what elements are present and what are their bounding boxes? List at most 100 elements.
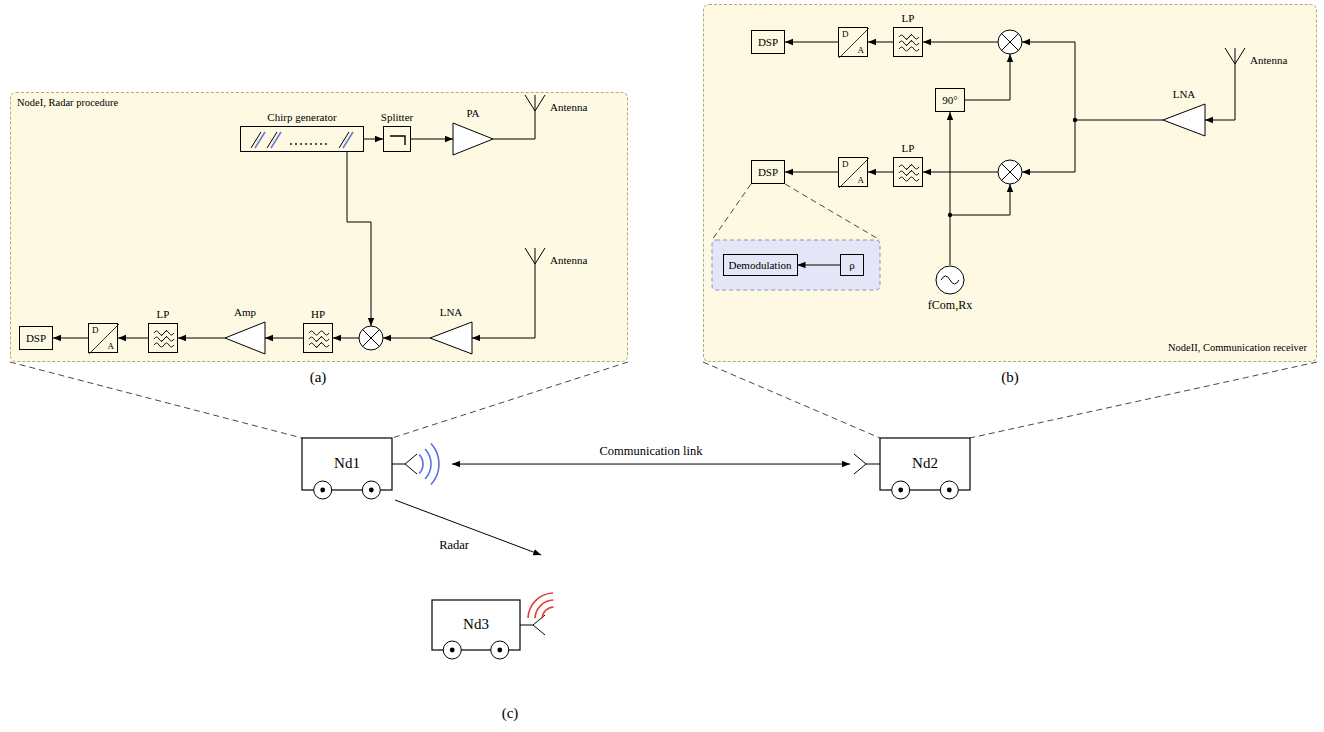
node-label: Nd2: [912, 455, 938, 472]
node-label: Chirp generator: [267, 111, 336, 123]
antenna-symbol: Antenna: [525, 95, 545, 139]
connector: [53, 338, 88, 339]
panel-caption: (b): [1001, 369, 1019, 385]
wave-arc: [542, 607, 554, 619]
node-label: Nd3: [463, 616, 489, 633]
node-graphic: [894, 158, 924, 188]
node-label: DSP: [758, 166, 778, 179]
connector: [950, 112, 951, 265]
callout-panel: [712, 240, 880, 290]
connector: [178, 338, 225, 339]
node-label: LNA: [1173, 88, 1196, 100]
process-box: DSP: [751, 30, 785, 54]
node-label: LP: [902, 142, 915, 154]
signal-wire: [965, 54, 1010, 100]
connector: [472, 292, 535, 338]
edge-label: Radar: [439, 537, 469, 551]
filter-box: LP: [893, 157, 923, 187]
node-label: PA: [466, 107, 479, 119]
wave-arc: [419, 454, 423, 473]
connector: [1205, 92, 1235, 120]
connector: [452, 464, 850, 465]
filter-box: LP: [893, 27, 923, 57]
process-box: 90°: [935, 88, 965, 112]
signal-wire: [923, 172, 998, 173]
panel-heading: NodeI, Radar procedure: [17, 97, 118, 108]
mixer-symbol: [998, 160, 1022, 184]
node-label: A: [108, 341, 115, 351]
converter-box: DA: [838, 27, 868, 57]
process-box: DSP: [19, 326, 53, 350]
node-label: D: [92, 325, 99, 335]
process-box: ρ: [840, 254, 864, 276]
signal-wire: [1022, 42, 1075, 120]
connector: [785, 42, 838, 43]
node-label: Antenna: [1250, 54, 1287, 66]
node-label: A: [858, 175, 865, 185]
node-graphic: [894, 28, 924, 58]
connector: [868, 42, 893, 43]
node-label: Demodulation: [729, 259, 792, 272]
node-label: Antenna: [550, 101, 587, 113]
process-box: Chirp generator: [240, 126, 364, 152]
node-graphic: [149, 324, 179, 354]
leader-line: [392, 362, 628, 438]
panel-heading: NodeII, Communication receiver: [1168, 342, 1307, 353]
signal-wire: [1075, 120, 1163, 121]
connector: [785, 172, 838, 173]
antenna-symbol: Antenna: [1225, 48, 1245, 92]
node-label: LNA: [440, 306, 463, 318]
node-label: D: [842, 29, 849, 39]
vehicle-node: Nd3: [432, 555, 600, 660]
node-graphic: [453, 123, 493, 155]
leader-line: [10, 362, 302, 438]
mixer-symbol: [998, 30, 1022, 54]
edge-label: Communication link: [599, 444, 702, 458]
vehicle-node: Nd1: [302, 438, 452, 500]
amplifier-triangle: Amp: [225, 322, 265, 354]
filter-box: LP: [148, 323, 178, 353]
node-graphic: [225, 322, 265, 354]
amplifier-triangle: LNA: [430, 322, 472, 354]
filter-box: HP: [303, 323, 333, 353]
panel-fill: [703, 4, 1317, 362]
process-box: Splitter: [383, 126, 411, 152]
node-graphic: [525, 248, 545, 292]
connector: [395, 500, 541, 555]
connector: [868, 172, 893, 173]
connector: [265, 338, 303, 339]
node-graphic: [302, 438, 452, 500]
node-label: D: [842, 159, 849, 169]
panel-caption: (a): [310, 369, 327, 385]
signal-wire: [347, 152, 371, 326]
connector: [364, 139, 383, 140]
node-label: LP: [902, 12, 915, 24]
node-graphic: [850, 438, 970, 500]
node-label: Splitter: [381, 111, 413, 123]
node-label: DSP: [26, 332, 46, 345]
node-graphic: [525, 95, 545, 139]
node-graphic: [1225, 48, 1245, 92]
wave-arc: [535, 600, 553, 618]
node-graphic: [1163, 104, 1205, 136]
node-label: A: [858, 45, 865, 55]
connector: [798, 265, 841, 266]
node-graphic: [384, 127, 412, 153]
node-graphic: [432, 555, 600, 660]
node-label: DSP: [758, 36, 778, 49]
signal-wire: [1022, 120, 1075, 172]
node-label: Nd1: [334, 455, 360, 472]
wave-arc: [431, 444, 439, 485]
node-label: ρ: [849, 259, 855, 272]
signal-wire: [950, 184, 1010, 215]
node-graphic: [304, 324, 334, 354]
node-label: fCom,Rx: [928, 298, 972, 312]
antenna-symbol: Antenna: [525, 248, 545, 292]
node-label: 90°: [942, 94, 957, 107]
wave-arc: [425, 449, 431, 479]
leader-line: [785, 184, 880, 240]
amplifier-triangle: LNA: [1163, 104, 1205, 136]
panel-region: NodeII, Communication receiverDSPDALP90°…: [703, 4, 1317, 362]
node-graphic: [935, 265, 965, 295]
